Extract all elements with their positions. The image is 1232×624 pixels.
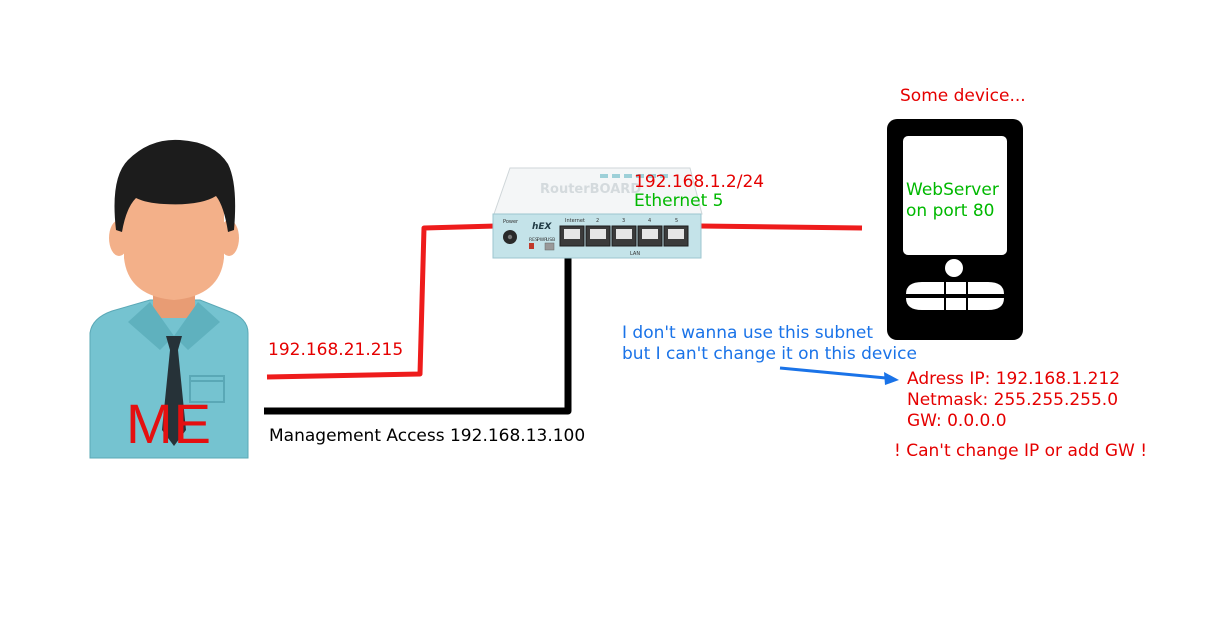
router-port-label-2: 2 [596,218,599,224]
person-tie [162,336,186,446]
person-pocket [189,375,225,403]
device-ip-label: Adress IP: 192.168.1.212 [907,369,1121,389]
device-title-label: Some device... [900,86,1026,106]
person-collar-left [128,302,174,350]
person-label: ME [126,392,212,455]
device-keypad-icon [906,282,1004,310]
router-port-label-3: 3 [622,218,625,224]
link-router-to-device [699,223,863,231]
router-model-text: hEX [532,222,553,232]
device-home-button [945,259,963,277]
router-port-name-label: Ethernet 5 [634,191,724,211]
warning-label: ! Can't change IP or add GW ! [894,441,1148,461]
router-reset-label: RES [529,237,538,243]
webserver-label: WebServer [906,180,999,200]
management-access-label: Management Access 192.168.13.100 [269,426,586,446]
router-reset-button [529,243,534,249]
person-collar-right [174,302,220,350]
router-top [493,167,703,215]
router-icon: RouterBOARD Power hEX RES PWR USB Intern… [492,167,703,259]
router-power-label: Power [503,219,519,225]
note-line-1: I don't wanna use this subnet [622,323,874,343]
webserver-port-label: on port 80 [906,201,995,221]
router-ip-label: 192.168.1.2/24 [634,172,765,192]
link-me-to-router [266,223,497,380]
router-usb-label: USB [546,237,555,243]
note-arrow-icon [779,366,899,385]
router-port-label-5: 5 [675,218,678,224]
router-usb-port [544,242,555,251]
router-port-label-4: 4 [648,218,651,224]
device-gw-label: GW: 0.0.0.0 [907,411,1007,431]
link-management [264,244,572,415]
device-netmask-label: Netmask: 255.255.255.0 [907,390,1119,410]
device-icon [887,119,1023,340]
me-ip-label: 192.168.21.215 [268,340,404,360]
note-line-2: but I can't change it on this device [622,344,917,364]
router-internet-label: Internet [565,218,585,224]
person-me-icon [89,139,249,459]
router-lan-label: LAN [630,251,640,257]
device-screen [903,136,1007,255]
person-hair [114,139,236,232]
router-pwr-label: PWR [537,237,547,243]
router-brand-text: RouterBOARD [540,182,641,197]
